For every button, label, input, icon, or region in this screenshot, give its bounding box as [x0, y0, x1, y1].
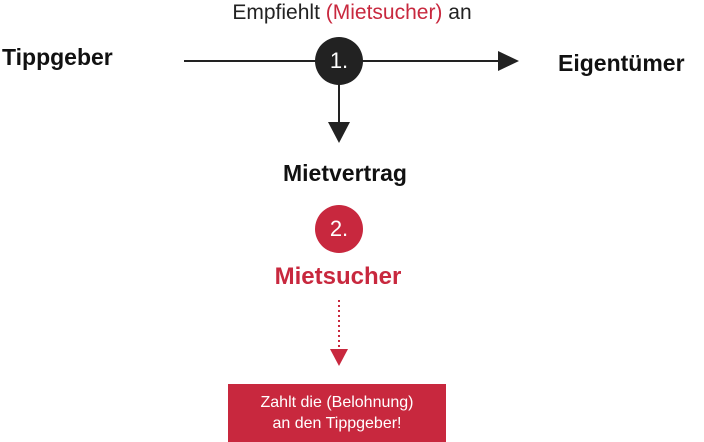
step-2-badge: 2.: [315, 205, 363, 253]
node-mietvertrag: Mietvertrag: [283, 160, 407, 186]
dotted-arrow-head: [330, 349, 348, 366]
right-arrow-head: [498, 51, 519, 71]
node-mietsucher: Mietsucher: [274, 263, 402, 290]
recommendation-highlight: (Mietsucher): [325, 1, 443, 24]
node-eigentuemer: Eigentümer: [558, 50, 685, 76]
payment-box: Zahlt die (Belohnung) an den Tippgeber!: [228, 384, 446, 442]
recommendation-suffix: an: [442, 1, 472, 24]
node-tippgeber: Tippgeber: [2, 44, 113, 70]
down-arrow-head: [328, 122, 350, 143]
recommendation-label: Empfiehlt (Mietsucher) an: [0, 0, 704, 26]
payment-line-2: an den Tippgeber!: [272, 415, 402, 432]
step-1-badge: 1.: [315, 37, 363, 85]
payment-line-1: Zahlt die (Belohnung): [260, 394, 414, 411]
recommendation-prefix: Empfiehlt: [232, 1, 326, 24]
